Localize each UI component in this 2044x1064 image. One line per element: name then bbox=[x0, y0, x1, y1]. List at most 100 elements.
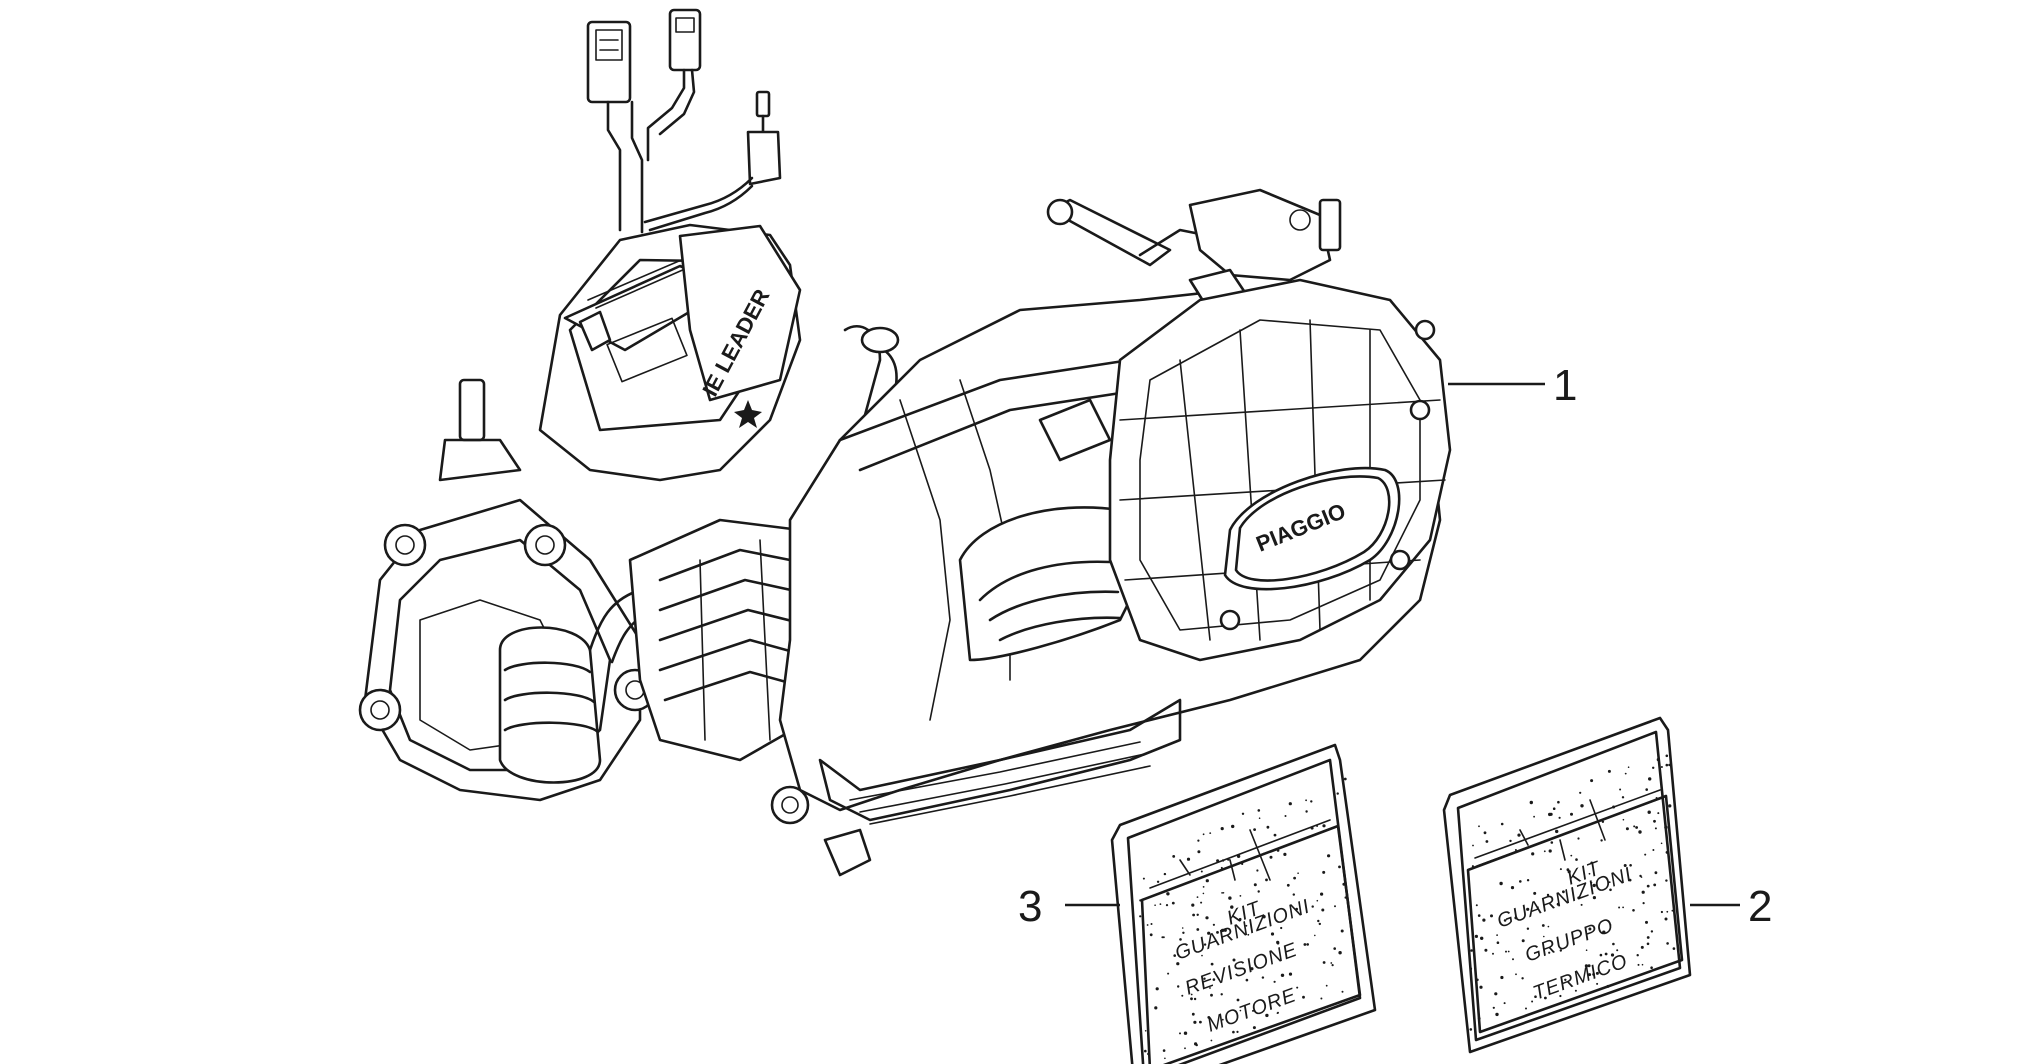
speck-dot bbox=[1672, 947, 1676, 950]
speck-dot bbox=[1142, 924, 1145, 927]
speck-dot bbox=[1475, 904, 1478, 907]
speck-dot bbox=[1159, 903, 1162, 905]
speck-dot bbox=[1322, 824, 1326, 828]
speck-dot bbox=[1602, 930, 1606, 934]
speck-dot bbox=[1179, 1032, 1181, 1035]
speck-dot bbox=[1205, 879, 1209, 883]
speck-dot bbox=[1592, 973, 1595, 976]
speck-dot bbox=[1559, 868, 1562, 871]
speck-dot bbox=[1547, 925, 1550, 928]
speck-dot bbox=[1637, 963, 1640, 966]
speck-dot bbox=[1199, 1020, 1202, 1024]
speck-dot bbox=[1526, 927, 1530, 930]
speck-dot bbox=[1252, 1026, 1256, 1030]
speck-dot bbox=[1147, 1052, 1150, 1056]
speck-dot bbox=[1507, 950, 1510, 953]
speck-dot bbox=[1635, 826, 1638, 829]
speck-dot bbox=[1167, 972, 1170, 975]
speck-dot bbox=[1286, 883, 1290, 887]
speck-dot bbox=[1470, 949, 1473, 952]
speck-dot bbox=[1644, 853, 1647, 856]
speck-dot bbox=[1336, 792, 1339, 795]
speck-dot bbox=[1654, 871, 1658, 875]
speck-dot bbox=[1163, 872, 1167, 876]
speck-dot bbox=[1296, 986, 1299, 989]
speck-dot bbox=[1269, 855, 1273, 859]
speck-dot bbox=[1276, 940, 1280, 945]
speck-dot bbox=[1195, 1043, 1198, 1047]
speck-dot bbox=[1574, 989, 1577, 992]
speck-dot bbox=[1220, 993, 1223, 996]
crankcase-left bbox=[358, 378, 657, 802]
speck-dot bbox=[1642, 902, 1645, 905]
speck-dot bbox=[1469, 967, 1473, 970]
speck-dot bbox=[1641, 963, 1644, 966]
speck-dot bbox=[1302, 995, 1305, 999]
speck-dot bbox=[1232, 1030, 1235, 1034]
speck-dot bbox=[1606, 984, 1610, 988]
speck-dot bbox=[1250, 967, 1254, 971]
speck-dot bbox=[1601, 820, 1605, 823]
speck-dot bbox=[1212, 978, 1216, 981]
speck-dot bbox=[1656, 758, 1660, 762]
speck-dot bbox=[1338, 836, 1341, 839]
speck-dot bbox=[1231, 824, 1235, 829]
speck-dot bbox=[1652, 849, 1655, 851]
speck-dot bbox=[1179, 938, 1182, 941]
speck-dot bbox=[1341, 990, 1344, 993]
speck-dot bbox=[1584, 964, 1588, 968]
speck-dot bbox=[1344, 896, 1347, 899]
speck-dot bbox=[1479, 985, 1483, 989]
callout-3-number: 3 bbox=[1018, 882, 1042, 931]
speck-dot bbox=[1283, 852, 1287, 857]
speck-dot bbox=[1640, 876, 1643, 878]
speck-dot bbox=[1492, 952, 1494, 955]
speck-dot bbox=[1588, 927, 1592, 931]
speck-dot bbox=[1327, 854, 1331, 858]
speck-dot bbox=[1320, 997, 1323, 1000]
speck-dot bbox=[1544, 996, 1547, 1000]
speck-dot bbox=[1164, 1057, 1166, 1060]
speck-dot bbox=[1590, 881, 1593, 884]
speck-dot bbox=[1270, 932, 1275, 936]
speck-dot bbox=[1619, 788, 1622, 791]
speck-dot bbox=[1585, 949, 1588, 951]
callout-1: 1 bbox=[1448, 361, 1577, 410]
speck-dot bbox=[1665, 851, 1669, 854]
speck-dot bbox=[1579, 791, 1582, 794]
callout-1-number: 1 bbox=[1553, 361, 1577, 410]
speck-dot bbox=[1273, 833, 1277, 837]
speck-dot bbox=[1183, 1031, 1188, 1035]
speck-dot bbox=[1625, 827, 1629, 831]
speck-dot bbox=[1197, 839, 1200, 842]
speck-dot bbox=[1156, 880, 1160, 883]
speck-dot bbox=[1609, 888, 1612, 892]
speck-dot bbox=[1216, 859, 1220, 863]
gasket-kit-engine-overhaul: KIT GUARNIZIONI REVISIONE MOTORE bbox=[1110, 743, 1377, 1064]
speck-dot bbox=[1212, 923, 1215, 926]
speck-dot bbox=[1142, 877, 1145, 880]
speck-dot bbox=[1232, 958, 1236, 962]
speck-dot bbox=[1655, 797, 1658, 799]
speck-dot bbox=[1191, 1012, 1195, 1016]
speck-dot bbox=[1519, 880, 1522, 883]
speck-dot bbox=[1322, 961, 1326, 964]
speck-dot bbox=[1660, 766, 1663, 768]
speck-dot bbox=[1257, 809, 1261, 812]
speck-dot bbox=[1262, 915, 1266, 919]
speck-dot bbox=[1650, 930, 1654, 933]
speck-dot bbox=[1256, 869, 1259, 872]
speck-dot bbox=[1176, 962, 1180, 966]
speck-dot bbox=[1531, 1000, 1534, 1003]
speck-dot bbox=[1517, 833, 1521, 837]
speck-dot bbox=[1577, 896, 1581, 900]
speck-dot bbox=[1664, 825, 1668, 830]
speck-dot bbox=[1548, 951, 1551, 954]
speck-dot bbox=[1202, 886, 1205, 888]
speck-dot bbox=[1220, 928, 1225, 933]
speck-dot bbox=[1624, 772, 1627, 775]
speck-dot bbox=[1196, 928, 1200, 931]
speck-dot bbox=[1321, 908, 1325, 912]
speck-dot bbox=[1570, 854, 1573, 857]
speck-dot bbox=[1280, 926, 1283, 930]
